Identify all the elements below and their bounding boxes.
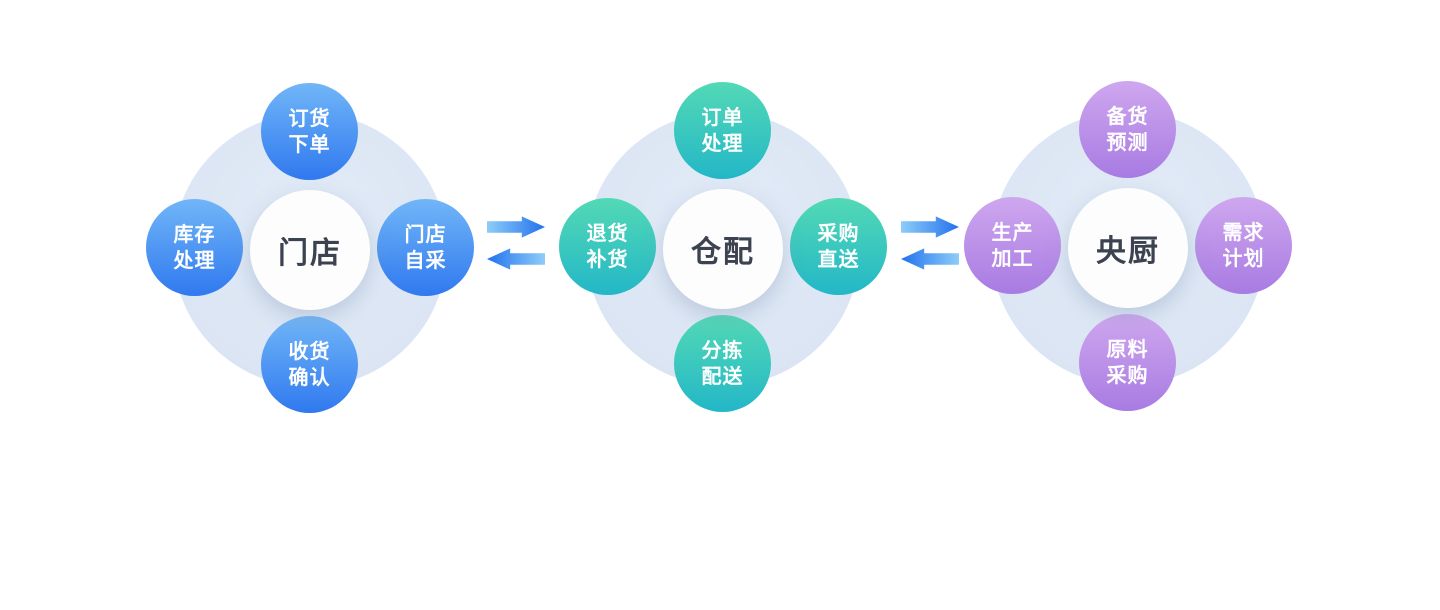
node-inventory-handling: 库存 处理 [146, 199, 243, 296]
cluster-central-kitchen-center-label: 央厨 [1068, 188, 1188, 308]
node-sorting-distribution: 分拣 配送 [674, 315, 771, 412]
bidirectional-arrows-store-warehouse [487, 216, 547, 270]
node-direct-purchase-delivery: 采购 直送 [790, 198, 887, 295]
node-raw-material-purchase: 原料 采购 [1079, 314, 1176, 411]
node-order-processing: 订单 处理 [674, 82, 771, 179]
cluster-central-kitchen: 备货 预测 生产 加工 需求 计划 原料 采购 央厨 [964, 81, 1292, 411]
cluster-warehouse-center-label: 仓配 [663, 189, 783, 309]
arrow-left-icon [901, 248, 959, 270]
cluster-store-center-label: 门店 [250, 190, 370, 310]
arrow-left-icon [487, 248, 545, 270]
node-order-placement: 订货 下单 [261, 83, 358, 180]
arrow-right-icon [487, 216, 545, 238]
node-demand-planning: 需求 计划 [1195, 197, 1292, 294]
node-stock-forecast: 备货 预测 [1079, 81, 1176, 178]
bidirectional-arrows-warehouse-kitchen [901, 216, 961, 270]
arrow-right-icon [901, 216, 959, 238]
node-receipt-confirmation: 收货 确认 [261, 316, 358, 413]
node-production-processing: 生产 加工 [964, 197, 1061, 294]
cluster-warehouse: 订单 处理 退货 补货 采购 直送 分拣 配送 仓配 [559, 82, 887, 412]
cluster-store: 订货 下单 库存 处理 门店 自采 收货 确认 门店 [146, 83, 474, 413]
node-return-replenishment: 退货 补货 [559, 198, 656, 295]
node-store-self-purchase: 门店 自采 [377, 199, 474, 296]
